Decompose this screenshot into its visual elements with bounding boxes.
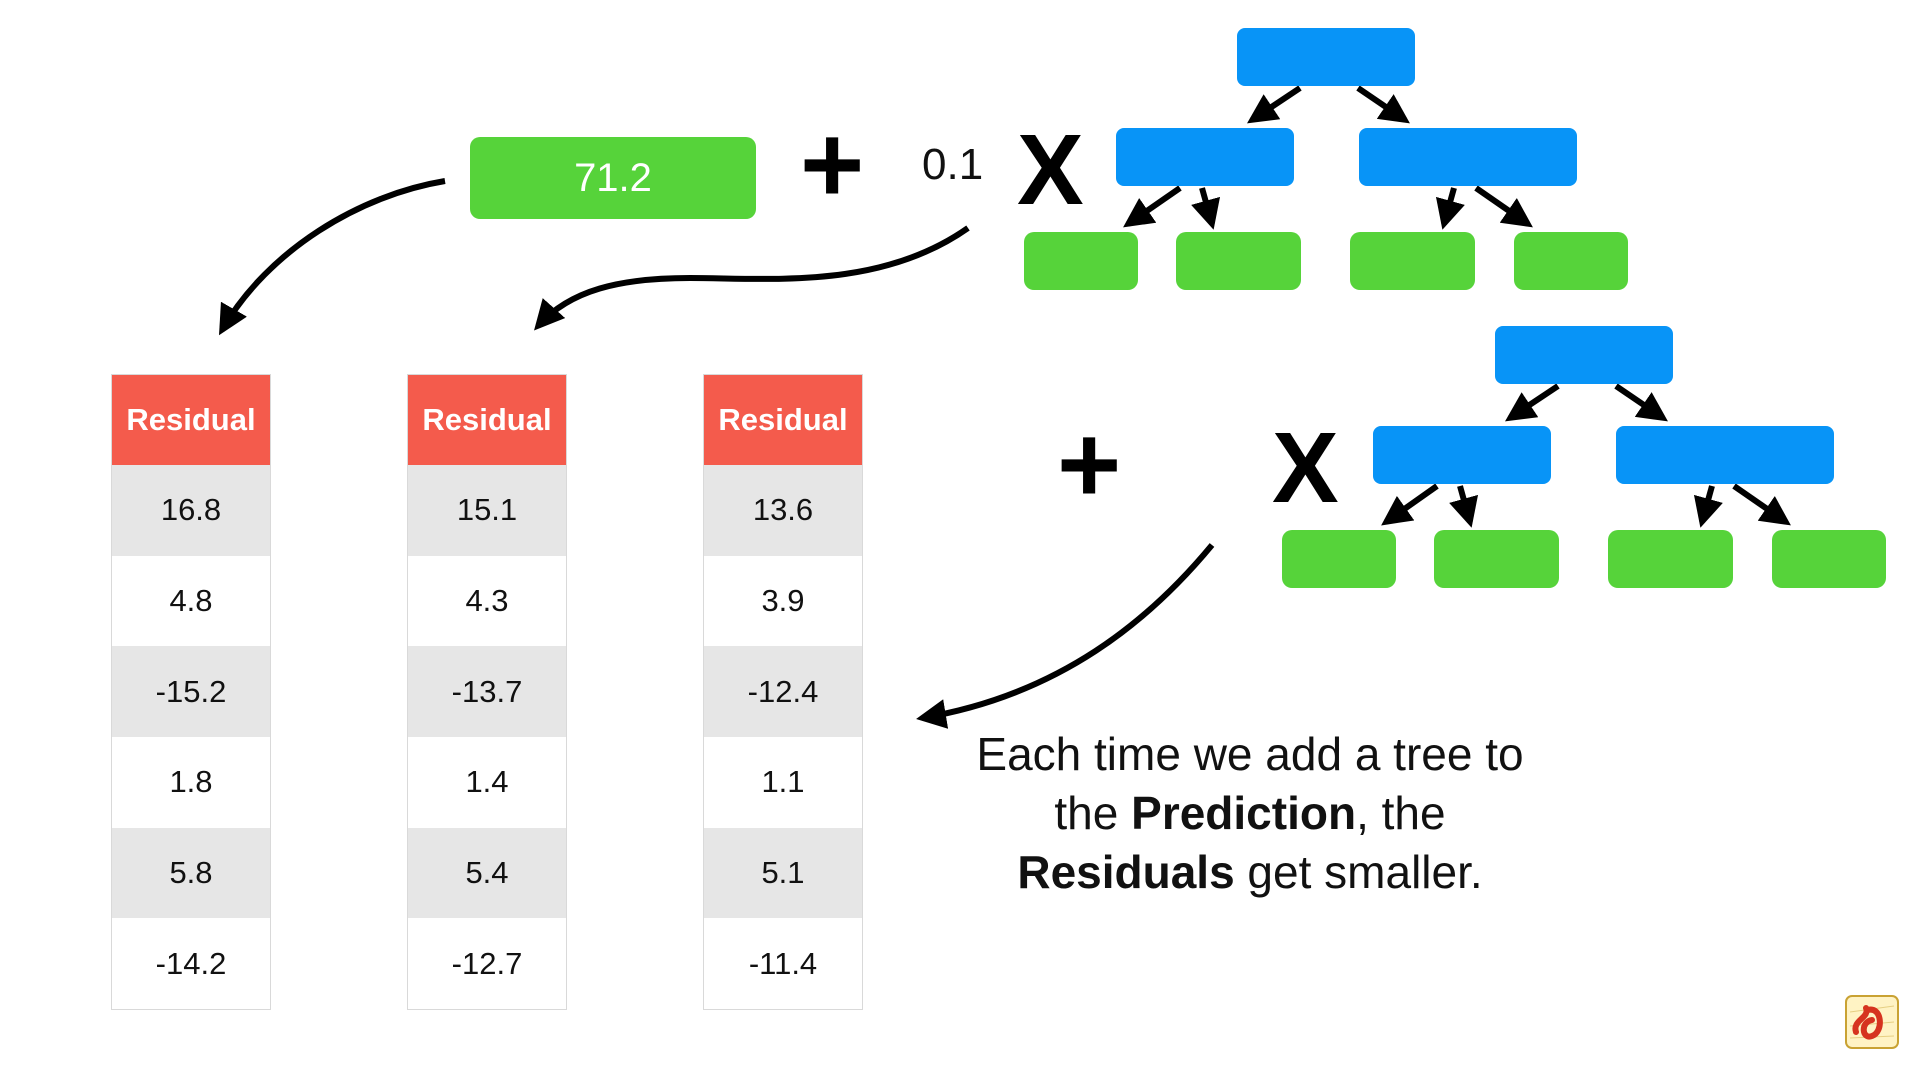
residual-table-1: Residual 16.8 4.8 -15.2 1.8 5.8 -14.2 — [111, 374, 271, 1011]
tree1-leaf-node — [1514, 232, 1628, 290]
tree2-edge — [1614, 383, 1668, 422]
table-cell: -13.7 — [408, 646, 566, 738]
times-sign-2: X — [1272, 412, 1339, 524]
tree1-leaf-node — [1350, 232, 1475, 290]
tree1-edge — [1435, 187, 1465, 230]
table-cell: -12.4 — [704, 646, 862, 738]
table-cell: 13.6 — [704, 465, 862, 556]
tree1-root-node — [1237, 28, 1415, 86]
tree2-leaf-node — [1772, 530, 1886, 588]
caption-line-2: the Prediction, the — [930, 784, 1570, 843]
table-cell: 15.1 — [408, 465, 566, 556]
initial-prediction-box: 71.2 — [470, 137, 756, 219]
tree1-edge — [1474, 185, 1533, 228]
table-cell: 3.9 — [704, 555, 862, 647]
tree1-internal-node — [1359, 128, 1577, 186]
table-cell: 1.1 — [704, 737, 862, 828]
tree1-edge — [1356, 85, 1410, 124]
residual-table-3: Residual 13.6 3.9 -12.4 1.1 5.1 -11.4 — [703, 374, 863, 1011]
logo-badge-icon — [1845, 995, 1899, 1049]
table-cell: 1.4 — [408, 737, 566, 828]
table-cell: -15.2 — [112, 646, 270, 738]
table-header: Residual — [408, 375, 566, 465]
times-sign-1: X — [1017, 114, 1084, 226]
table-cell: -14.2 — [112, 918, 270, 1010]
tree2-leaf-node — [1282, 530, 1396, 588]
plus-sign-1: + — [800, 103, 865, 226]
table-cell: 5.4 — [408, 827, 566, 919]
caption-bold-prediction: Prediction — [1131, 787, 1357, 839]
tree1-edge — [1247, 85, 1302, 124]
table-cell: -12.7 — [408, 918, 566, 1010]
tree2-internal-node — [1616, 426, 1834, 484]
table-cell: 5.1 — [704, 827, 862, 919]
caption-bold-residuals: Residuals — [1017, 846, 1235, 898]
tree2-internal-node — [1373, 426, 1551, 484]
residual-table-2: Residual 15.1 4.3 -13.7 1.4 5.4 -12.7 — [407, 374, 567, 1011]
caption-text-part: get smaller. — [1234, 846, 1483, 898]
tree1-internal-node — [1116, 128, 1294, 186]
flow-arrow — [534, 225, 970, 331]
flow-arrow — [916, 543, 1215, 729]
tree2-edge — [1449, 485, 1479, 528]
table-header: Residual — [704, 375, 862, 465]
table-cell: 4.3 — [408, 555, 566, 647]
table-cell: 4.8 — [112, 555, 270, 647]
tree2-edge — [1693, 485, 1723, 528]
plus-sign-2: + — [1057, 403, 1122, 526]
tree2-leaf-node — [1434, 530, 1559, 588]
tree1-edge — [1123, 185, 1182, 228]
caption-text: Each time we add a tree to the Predictio… — [930, 725, 1570, 902]
table-cell: 1.8 — [112, 737, 270, 828]
tree2-edge — [1381, 483, 1439, 526]
tree1-leaf-node — [1024, 232, 1138, 290]
table-header: Residual — [112, 375, 270, 465]
prediction-value: 71.2 — [574, 155, 652, 200]
tree2-leaf-node — [1608, 530, 1733, 588]
table-cell: 16.8 — [112, 465, 270, 556]
tree1-leaf-node — [1176, 232, 1301, 290]
tree1-edge — [1191, 187, 1221, 230]
tree2-edge — [1505, 383, 1560, 422]
table-cell: -11.4 — [704, 918, 862, 1010]
flow-arrow — [219, 178, 446, 336]
learning-rate: 0.1 — [922, 140, 984, 189]
caption-line-3: Residuals get smaller. — [930, 843, 1570, 902]
table-cell: 5.8 — [112, 827, 270, 919]
tree2-root-node — [1495, 326, 1673, 384]
caption-line-1: Each time we add a tree to — [976, 728, 1524, 780]
tree2-edge — [1732, 483, 1791, 526]
caption-text-part: , the — [1356, 787, 1446, 839]
caption-text-part: the — [1054, 787, 1132, 839]
